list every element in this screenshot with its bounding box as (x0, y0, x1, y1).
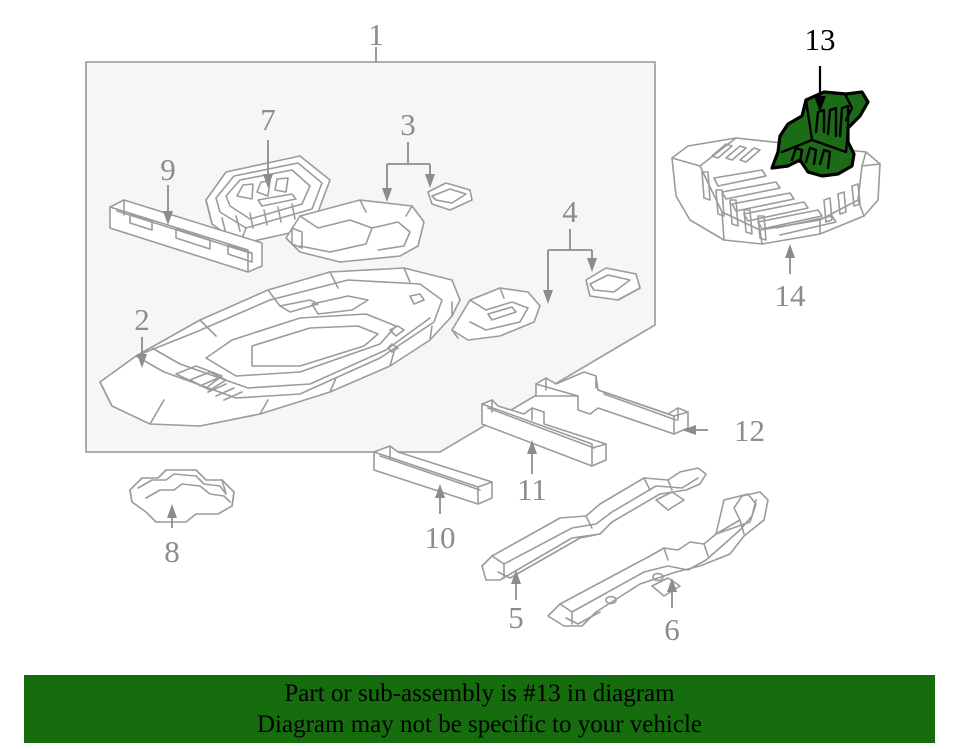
callout-6-arrowhead (667, 578, 677, 592)
callout-8-arrowhead (167, 504, 177, 518)
callout-14-arrowhead (785, 244, 795, 258)
callout-6-label: 6 (664, 612, 680, 647)
callout-14[interactable]: 14 (775, 244, 807, 313)
callout-3-arrowhead-left (382, 188, 392, 202)
part-crossmember-mid[interactable] (481, 399, 607, 467)
callout-3-label: 3 (400, 107, 416, 142)
callout-2-label: 2 (134, 302, 150, 337)
parts-diagram-canvas: 1 7 (85, 17, 881, 647)
callout-4-label: 4 (562, 194, 578, 229)
callout-7-label: 7 (260, 102, 276, 137)
part-floor-reinforcements[interactable] (451, 267, 641, 341)
callout-9-arrowhead (163, 211, 173, 225)
part-long-floor-rail[interactable] (109, 199, 263, 273)
banner-line-1: Part or sub-assembly is #13 in diagram (284, 680, 675, 707)
highlighted-bracket-fold-lines (780, 98, 850, 154)
highlighted-bracket-rib-6 (818, 148, 832, 170)
callout-14-label: 14 (775, 278, 807, 313)
callout-7-arrowhead (263, 174, 273, 188)
callout-2-arrowhead (137, 354, 147, 368)
callout-12[interactable]: 12 (682, 413, 765, 448)
callout-10-arrowhead (435, 484, 445, 498)
callout-4-arrowhead-right (587, 258, 597, 272)
callout-11[interactable]: 11 (517, 440, 547, 507)
part-front-crossmember[interactable] (129, 469, 235, 523)
callout-5-arrowhead (511, 570, 521, 584)
callout-12-label: 12 (734, 413, 765, 448)
callout-11-label: 11 (517, 472, 547, 507)
callout-12-arrowhead (682, 425, 696, 435)
banner-line-2: Diagram may not be specific to your vehi… (257, 711, 702, 738)
callout-13[interactable]: 13 (805, 22, 836, 112)
part-crossmember-short[interactable] (373, 445, 493, 505)
callout-3[interactable]: 3 (382, 107, 435, 202)
callout-8[interactable]: 8 (164, 504, 180, 569)
part-highlighted-bracket[interactable] (770, 90, 870, 178)
callout-3-arrowhead-right (425, 174, 435, 188)
callout-6[interactable]: 6 (664, 578, 680, 647)
highlighted-bracket-rib-4 (790, 146, 804, 164)
callout-9-label: 9 (160, 152, 176, 187)
highlighted-bracket-tab (844, 94, 854, 122)
highlighted-bracket-rib-2 (826, 106, 838, 138)
callout-11-arrowhead (527, 440, 537, 454)
callout-2[interactable]: 2 (134, 302, 150, 368)
callout-4[interactable]: 4 (543, 194, 597, 304)
part-crossmember-long[interactable] (535, 371, 689, 435)
part-rear-floor-brackets[interactable] (285, 182, 473, 263)
callout-5-label: 5 (508, 600, 524, 635)
callout-1-label: 1 (368, 17, 384, 52)
callout-4-arrowhead-left (543, 290, 553, 304)
callout-13-label: 13 (805, 22, 836, 57)
highlighted-bracket-rib-5 (804, 146, 818, 166)
callout-9[interactable]: 9 (160, 152, 176, 225)
callout-10-label: 10 (425, 520, 456, 555)
part-info-banner: Part or sub-assembly is #13 in diagram D… (24, 675, 935, 743)
callout-5[interactable]: 5 (508, 570, 524, 635)
callout-1[interactable]: 1 (368, 17, 384, 62)
highlighted-bracket-rib-1 (814, 108, 826, 134)
part-main-floor-panel[interactable] (99, 267, 461, 427)
callout-10[interactable]: 10 (425, 484, 456, 555)
callout-13-arrowhead (814, 96, 826, 112)
callout-7[interactable]: 7 (260, 102, 276, 188)
part-side-sill-rail-right[interactable] (547, 491, 769, 627)
part-side-sill-rail-left[interactable] (481, 467, 707, 581)
callout-8-label: 8 (164, 534, 180, 569)
